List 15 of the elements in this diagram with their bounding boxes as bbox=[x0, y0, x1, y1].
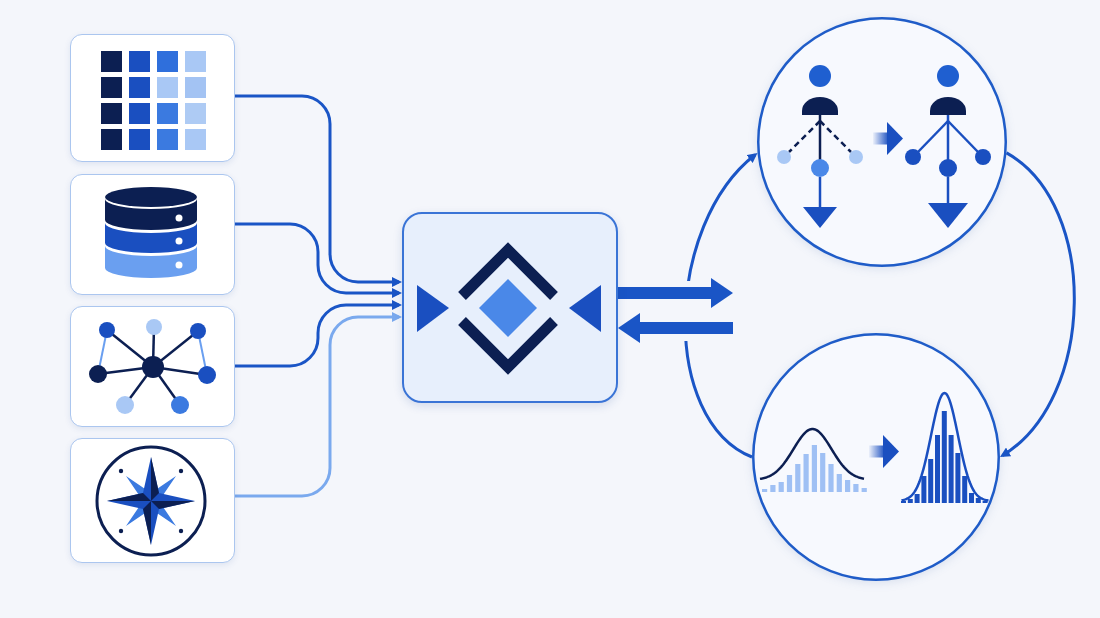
icon-card bbox=[70, 34, 235, 162]
block-arrow bbox=[618, 313, 733, 343]
arrow bbox=[235, 94, 402, 287]
hub-box bbox=[402, 212, 618, 403]
curved-arrow bbox=[683, 152, 758, 459]
circle-panel bbox=[757, 17, 1007, 267]
arrow bbox=[235, 222, 402, 298]
block-arrow bbox=[618, 278, 733, 308]
curved-arrow bbox=[1000, 151, 1076, 458]
arrow bbox=[235, 312, 402, 498]
icon-card bbox=[70, 438, 235, 563]
arrow bbox=[235, 300, 402, 368]
icon-card bbox=[70, 174, 235, 295]
circle-panel bbox=[752, 333, 1000, 581]
icon-card bbox=[70, 306, 235, 427]
